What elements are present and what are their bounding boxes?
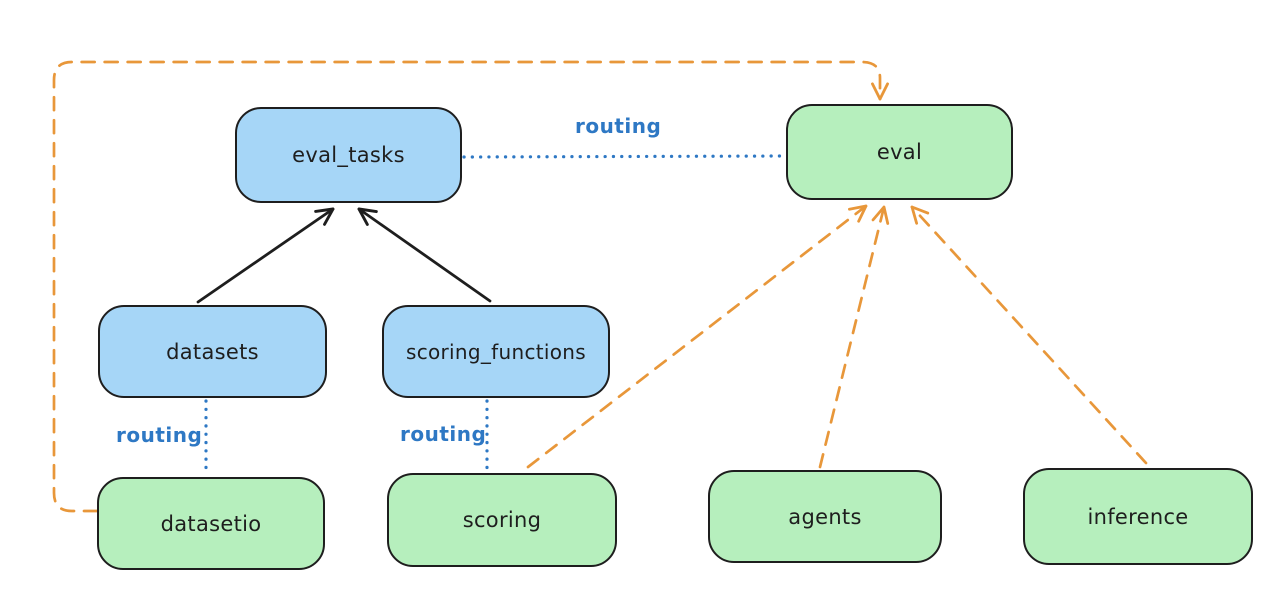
node-datasetio-label: datasetio <box>160 511 262 536</box>
node-inference-label: inference <box>1087 504 1189 529</box>
routing-link-eval-tasks-to-eval <box>462 154 785 159</box>
node-eval-label: eval <box>876 140 923 164</box>
edge-label-routing-eval-tasks-eval: routing <box>575 114 662 138</box>
node-datasets: datasets <box>98 305 327 398</box>
node-scoring-functions-label: scoring_functions <box>405 339 587 364</box>
edge-label-routing-scoring-functions-scoring: routing <box>400 422 487 446</box>
node-datasets-label: datasets <box>166 339 259 364</box>
arrow-scoring-to-eval <box>526 204 868 469</box>
arrow-datasets-to-eval-tasks <box>196 207 335 304</box>
arrow-datasetio-to-eval-loop <box>52 60 889 513</box>
node-scoring-label: scoring <box>462 508 542 532</box>
node-eval: eval <box>786 104 1013 200</box>
node-scoring: scoring <box>387 473 617 567</box>
node-inference: inference <box>1023 468 1253 565</box>
node-eval-tasks-label: eval_tasks <box>292 143 405 167</box>
node-scoring-functions: scoring_functions <box>382 305 610 398</box>
node-eval-tasks: eval_tasks <box>235 107 462 203</box>
node-datasetio: datasetio <box>97 477 325 570</box>
arrow-scoring-functions-to-eval-tasks <box>357 207 492 303</box>
arrow-agents-to-eval <box>818 205 890 469</box>
node-agents: agents <box>708 470 942 563</box>
edge-label-routing-datasets-datasetio: routing <box>116 423 203 447</box>
arrow-inference-to-eval <box>910 205 1148 465</box>
node-agents-label: agents <box>788 504 862 529</box>
